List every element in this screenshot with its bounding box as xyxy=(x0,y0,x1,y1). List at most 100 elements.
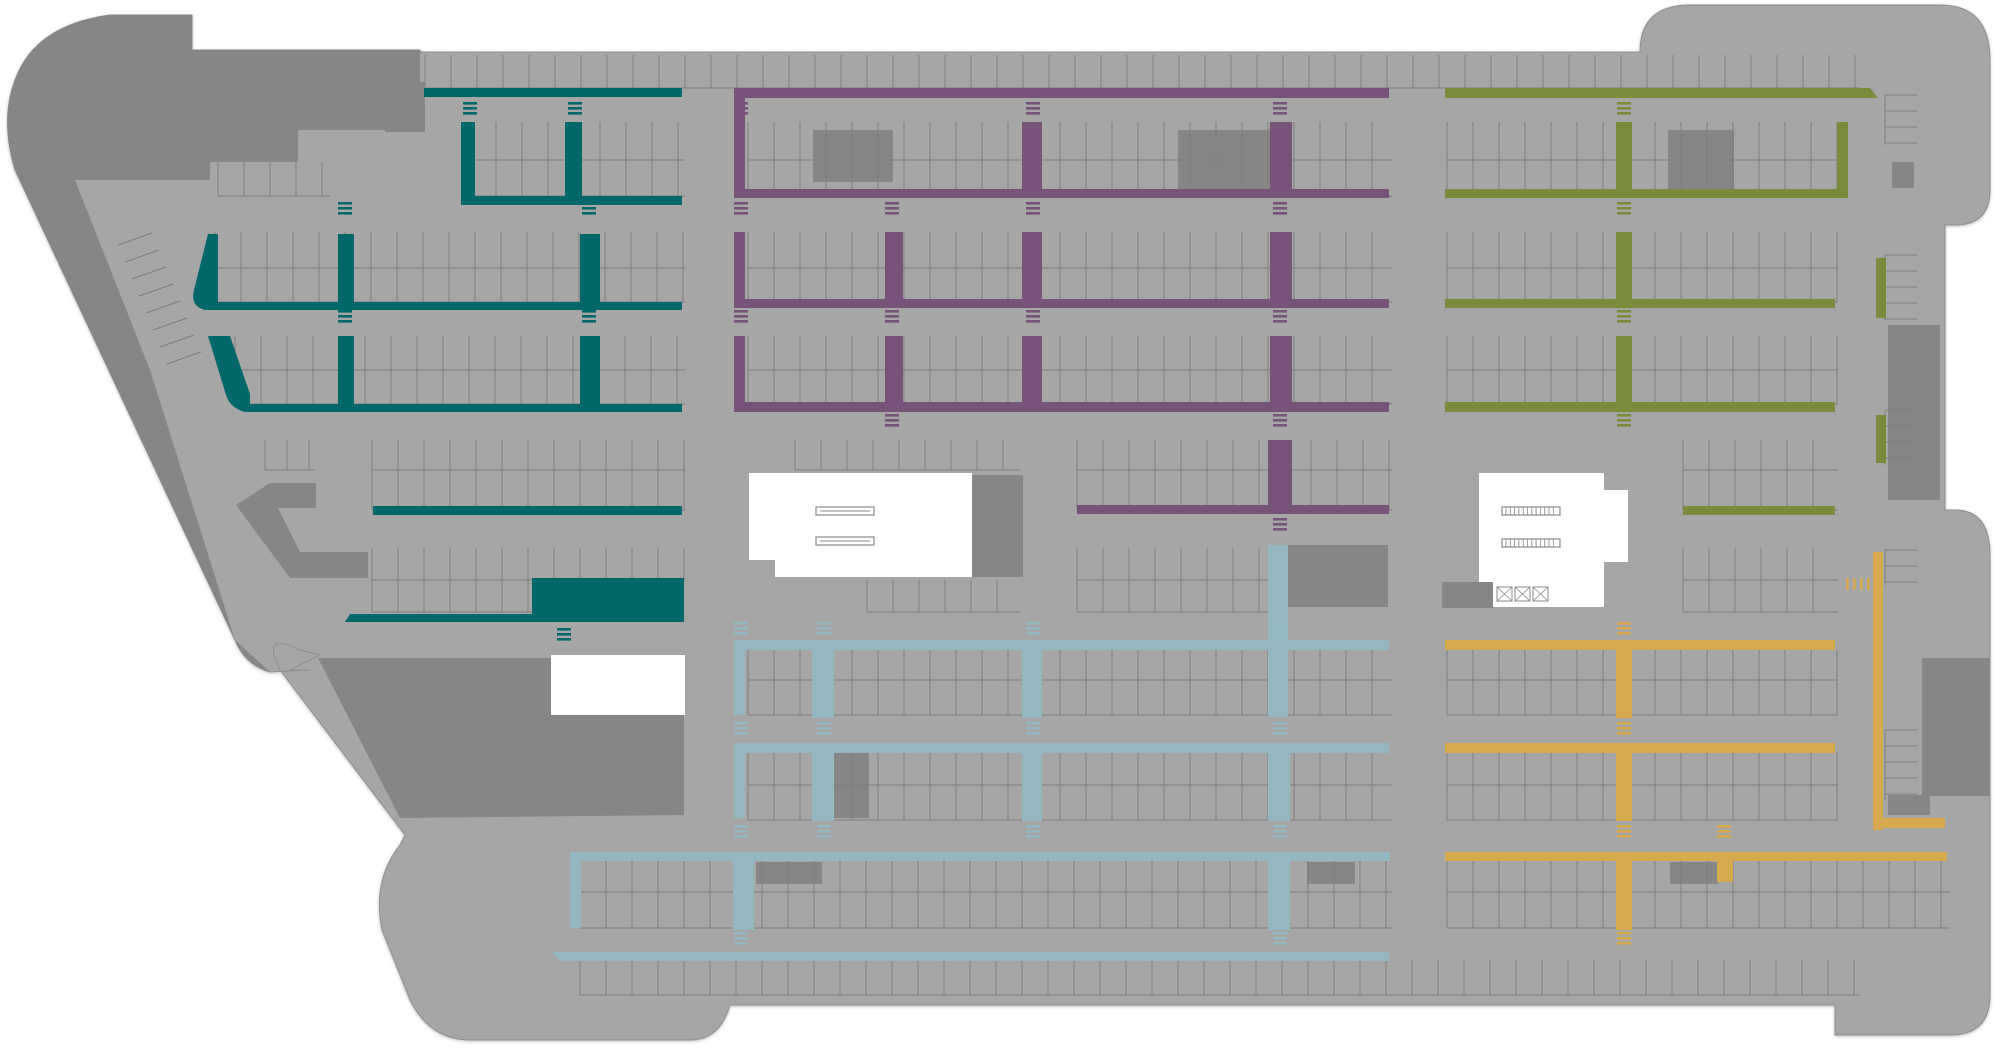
crosswalk-stripe xyxy=(885,310,899,313)
crosswalk-marking xyxy=(1026,102,1040,115)
crosswalk-stripe xyxy=(734,107,748,110)
crosswalk-stripe xyxy=(734,212,748,215)
crosswalk-stripe xyxy=(1617,622,1631,625)
zone-teal-lanes xyxy=(193,88,684,622)
crosswalk-stripe xyxy=(463,102,477,105)
crosswalk-marking xyxy=(1617,414,1631,427)
crosswalk-stripe xyxy=(1617,722,1631,725)
crosswalk-stripe xyxy=(1273,310,1287,313)
crosswalk-stripe xyxy=(1273,825,1287,828)
crosswalk-marking xyxy=(1617,310,1631,323)
crosswalk-stripe xyxy=(1026,112,1040,115)
lane-vertical xyxy=(1022,640,1042,718)
crosswalk-marking xyxy=(1273,518,1287,531)
crosswalk-stripe xyxy=(1617,112,1631,115)
crosswalk-marking xyxy=(1026,825,1040,838)
building-core-east-dark xyxy=(1286,545,1388,607)
crosswalk-stripe xyxy=(1026,722,1040,725)
crosswalk-stripe xyxy=(1617,932,1631,935)
crosswalk-stripe xyxy=(1026,727,1040,730)
stall-divider xyxy=(159,334,195,348)
crosswalk-stripe xyxy=(1026,212,1040,215)
crosswalk-stripe xyxy=(338,320,352,323)
ramp-west xyxy=(236,483,368,578)
elevator-cross xyxy=(1532,586,1549,602)
crosswalk-stripe xyxy=(1273,937,1287,940)
crosswalk-stripe xyxy=(817,732,831,735)
crosswalk-stripe xyxy=(1273,627,1287,630)
stall-row xyxy=(217,162,330,197)
lane-horizontal xyxy=(1445,852,1947,861)
building-east-strip xyxy=(1888,325,1940,500)
lane-vertical xyxy=(565,122,582,204)
crosswalk-stripe xyxy=(1617,825,1631,828)
crosswalk-stripe xyxy=(1026,825,1040,828)
crosswalk-marking xyxy=(568,102,582,115)
building-south-c xyxy=(1670,862,1718,884)
lane-vertical xyxy=(570,852,581,928)
crosswalk-stripe xyxy=(338,207,352,210)
crosswalk-stripe xyxy=(885,414,899,417)
elevator-icon xyxy=(1496,586,1549,602)
stall-row xyxy=(1446,752,1838,786)
crosswalk-marking xyxy=(1617,722,1631,735)
crosswalk-stripe xyxy=(734,632,748,635)
lane-horizontal xyxy=(1445,402,1835,412)
crosswalk-marking xyxy=(1026,722,1040,735)
crosswalk-stripe xyxy=(1617,320,1631,323)
lane-horizontal xyxy=(1445,299,1835,308)
crosswalk-stripe xyxy=(1273,424,1287,427)
crosswalk-marking xyxy=(582,310,596,323)
crosswalk-stripe xyxy=(1273,414,1287,417)
stall-row xyxy=(1446,892,1950,929)
crosswalk-stripe xyxy=(1273,932,1287,935)
crosswalk-stripe xyxy=(463,107,477,110)
lane-vertical xyxy=(338,234,354,306)
crosswalk-stripe xyxy=(1617,107,1631,110)
crosswalk-marking xyxy=(817,722,831,735)
lane-vertical xyxy=(1616,743,1632,821)
crosswalk-stripe xyxy=(817,627,831,630)
zone-gold-lanes xyxy=(1445,552,1947,930)
crosswalk-stripe xyxy=(1026,835,1040,838)
crosswalk-marking xyxy=(734,722,748,735)
crosswalk-stripe xyxy=(1273,320,1287,323)
crosswalk-stripe xyxy=(1617,419,1631,422)
crosswalk-stripe xyxy=(1867,578,1870,590)
escalator-outline xyxy=(1501,538,1561,548)
crosswalk-marking xyxy=(338,310,352,323)
building-south-a xyxy=(756,862,822,884)
crosswalk-stripe xyxy=(1273,523,1287,526)
lane-vertical xyxy=(338,336,354,406)
lane-horizontal xyxy=(1077,505,1389,514)
crosswalk-stripe xyxy=(1026,107,1040,110)
stall-divider xyxy=(166,351,202,365)
crosswalk-stripe xyxy=(582,310,596,313)
building-east-core-dark xyxy=(1442,582,1494,608)
crosswalk-marking xyxy=(734,825,748,838)
stall-row xyxy=(234,336,685,371)
lane-horizontal xyxy=(1445,88,1878,98)
building-west-wedge xyxy=(15,170,270,672)
crosswalk-stripe xyxy=(1717,835,1731,838)
crosswalk-stripe xyxy=(338,202,352,205)
crosswalk-stripe xyxy=(734,627,748,630)
lane-vertical xyxy=(812,743,834,821)
lane-vertical xyxy=(1268,440,1292,512)
core-center-glyphs xyxy=(815,506,875,546)
escalator-icon xyxy=(1501,538,1561,548)
crosswalk-stripe xyxy=(557,628,571,631)
lane-vertical xyxy=(1268,545,1288,717)
crosswalk-marking xyxy=(1026,202,1040,215)
crosswalk-stripe xyxy=(885,424,899,427)
lane-vertical xyxy=(812,640,834,718)
lane-horizontal xyxy=(552,952,1389,961)
lane-horizontal xyxy=(734,402,1389,412)
crosswalk-stripe xyxy=(817,835,831,838)
crosswalk-stripe xyxy=(734,320,748,323)
crosswalk-marking xyxy=(817,622,831,635)
crosswalk-stripe xyxy=(1026,627,1040,630)
crosswalk-stripe xyxy=(1273,830,1287,833)
